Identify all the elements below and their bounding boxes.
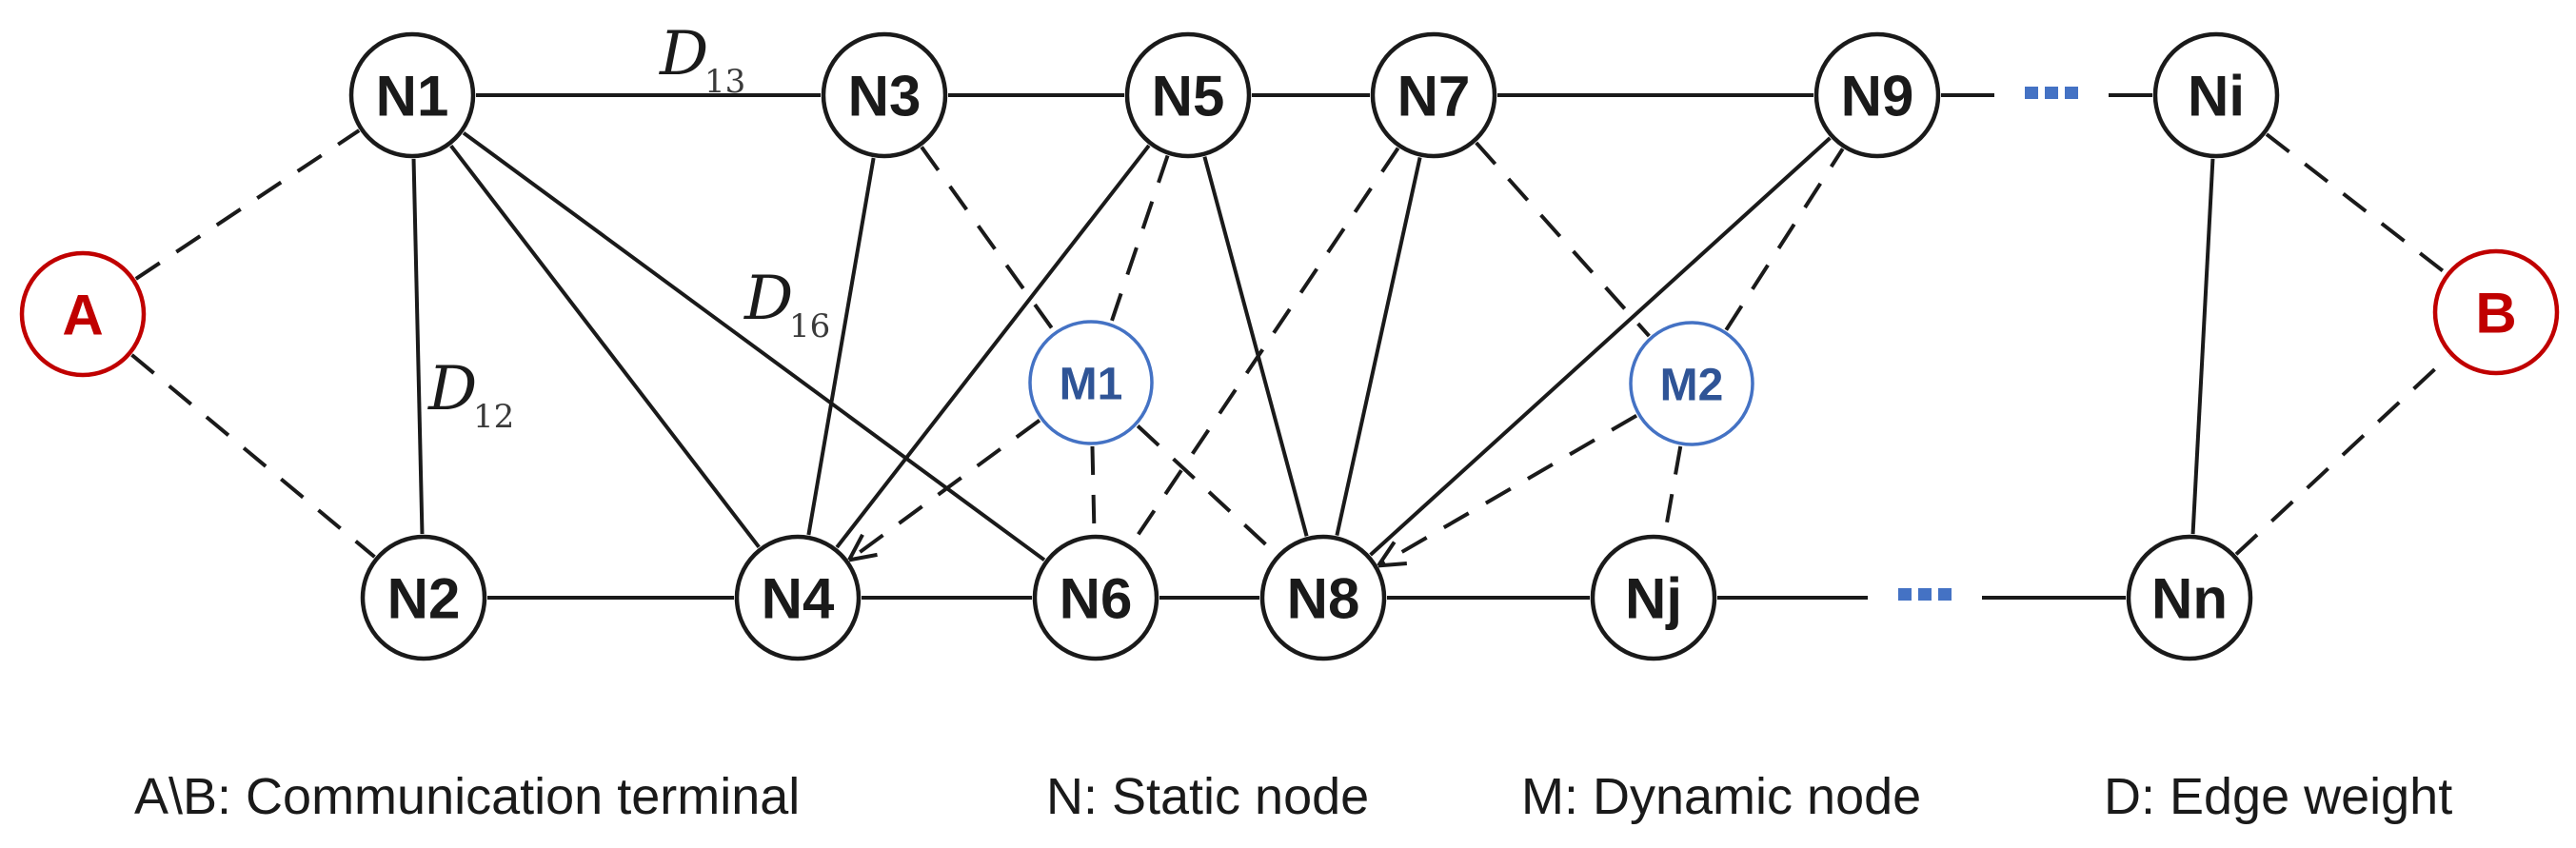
edge-weight-label-D16-main: D bbox=[743, 264, 793, 334]
node-N6-circle bbox=[1032, 534, 1159, 661]
ellipsis-layer bbox=[1898, 87, 2078, 601]
edge-weight-label-D16: D16 bbox=[743, 264, 830, 345]
ellipsis-dot-2-1 bbox=[1898, 588, 1912, 601]
node-N7: N7 bbox=[1370, 31, 1497, 159]
edge-M2-N8-arrowhead-barb-2 bbox=[1377, 541, 1397, 567]
edges-layer bbox=[130, 93, 2451, 600]
node-N1-label: N1 bbox=[376, 65, 449, 128]
node-N1-circle bbox=[348, 31, 476, 159]
edge-N3-M1 bbox=[920, 146, 1056, 332]
node-N9-circle bbox=[1813, 31, 1941, 159]
node-B-label: B bbox=[2475, 282, 2516, 345]
node-N6-label: N6 bbox=[1060, 567, 1133, 631]
node-Nn: Nn bbox=[2126, 534, 2253, 661]
edge-M1-N6 bbox=[1090, 445, 1097, 535]
node-N9-label: N9 bbox=[1841, 65, 1914, 128]
edge-M2-Nj bbox=[1662, 445, 1683, 536]
node-N3-label: N3 bbox=[848, 65, 921, 128]
node-Nn-circle bbox=[2126, 534, 2253, 661]
node-N5: N5 bbox=[1124, 31, 1252, 159]
node-N3: N3 bbox=[821, 31, 948, 159]
edge-N5-M1 bbox=[1109, 154, 1170, 324]
edge-N5-N8 bbox=[1202, 156, 1309, 537]
edge-M1-N4-arrowhead-barb-2 bbox=[847, 533, 864, 562]
edge-N7-M2 bbox=[1475, 141, 1651, 338]
legend-item-terminal: A\B: Communication terminal bbox=[134, 768, 801, 825]
node-N8-circle bbox=[1259, 534, 1387, 661]
node-M2-label: M2 bbox=[1660, 360, 1724, 410]
edge-M2-N8 bbox=[1377, 413, 1638, 568]
ellipsis-dot-2-3 bbox=[1938, 588, 1952, 601]
edge-M1-N8 bbox=[1136, 424, 1278, 556]
node-M2: M2 bbox=[1629, 321, 1754, 446]
edge-M2-N8-arrowhead-barb-1 bbox=[1377, 562, 1407, 568]
edge-N5-N4 bbox=[835, 144, 1151, 549]
edge-M2-N9 bbox=[1724, 148, 1845, 331]
node-Nj-label: Nj bbox=[1625, 567, 1682, 631]
node-Ni-circle bbox=[2152, 31, 2280, 159]
node-N5-circle bbox=[1124, 31, 1252, 159]
node-B-circle bbox=[2432, 248, 2560, 376]
ellipsis-dot-1-2 bbox=[2045, 87, 2058, 99]
legend-item-dynamic-node: M: Dynamic node bbox=[1521, 768, 1922, 825]
edge-Nn-B bbox=[2234, 354, 2451, 556]
node-N6: N6 bbox=[1032, 534, 1159, 661]
edge-weight-label-D16-subscript: 16 bbox=[789, 307, 830, 345]
ellipsis-dot-1-1 bbox=[2025, 87, 2038, 99]
node-N7-circle bbox=[1370, 31, 1497, 159]
legend-item-edge-weight: D: Edge weight bbox=[2104, 768, 2453, 825]
edge-Ni-Nn bbox=[2190, 158, 2215, 535]
edge-N3-N4 bbox=[806, 157, 876, 536]
legend: A\B: Communication terminal N: Static no… bbox=[0, 767, 2576, 834]
node-A: A bbox=[19, 250, 147, 378]
ellipsis-dot-1-3 bbox=[2065, 87, 2078, 99]
node-N8: N8 bbox=[1259, 534, 1387, 661]
node-N2-label: N2 bbox=[387, 567, 461, 631]
node-N4: N4 bbox=[734, 534, 862, 661]
node-A-label: A bbox=[62, 284, 103, 347]
edge-M1-N4 bbox=[847, 419, 1041, 562]
edge-N9-N8 bbox=[1369, 136, 1832, 557]
edge-weight-label-D12-subscript: 12 bbox=[473, 398, 514, 436]
node-N4-label: N4 bbox=[762, 567, 835, 631]
node-N8-label: N8 bbox=[1287, 567, 1360, 631]
edge-M1-N4-arrowhead-barb-1 bbox=[848, 552, 878, 562]
node-N5-label: N5 bbox=[1152, 65, 1225, 128]
edge-N1-N2 bbox=[411, 158, 425, 535]
edge-weight-label-D13: D13 bbox=[659, 19, 745, 101]
node-B: B bbox=[2432, 248, 2560, 376]
node-N2-circle bbox=[360, 534, 487, 661]
node-N7-label: N7 bbox=[1397, 65, 1471, 128]
node-Nj: Nj bbox=[1590, 534, 1717, 661]
node-N3-circle bbox=[821, 31, 948, 159]
edge-N7-N6 bbox=[1129, 147, 1400, 546]
edge-N7-N8 bbox=[1335, 157, 1422, 536]
node-M2-circle bbox=[1629, 321, 1754, 446]
node-Nj-circle bbox=[1590, 534, 1717, 661]
edge-A-N2 bbox=[130, 353, 376, 559]
edge-weight-label-D12: D12 bbox=[427, 354, 514, 436]
node-N4-circle bbox=[734, 534, 862, 661]
edge-Ni-B bbox=[2265, 132, 2447, 275]
node-M1-label: M1 bbox=[1060, 359, 1123, 409]
node-A-circle bbox=[19, 250, 147, 378]
node-N9: N9 bbox=[1813, 31, 1941, 159]
edge-weight-label-D13-subscript: 13 bbox=[704, 63, 745, 101]
node-Ni-label: Ni bbox=[2188, 65, 2245, 128]
edge-weight-label-D12-main: D bbox=[427, 354, 477, 424]
node-M1-circle bbox=[1028, 320, 1154, 445]
edge-weight-label-D13-main: D bbox=[659, 19, 708, 89]
node-Nn-label: Nn bbox=[2151, 567, 2228, 631]
ellipsis-dot-2-2 bbox=[1918, 588, 1932, 601]
node-N2: N2 bbox=[360, 534, 487, 661]
edge-N1-N4 bbox=[449, 144, 761, 549]
node-N1: N1 bbox=[348, 31, 476, 159]
edge-A-N1 bbox=[134, 128, 361, 281]
legend-item-static-node: N: Static node bbox=[1046, 768, 1370, 825]
node-M1: M1 bbox=[1028, 320, 1154, 445]
node-Ni: Ni bbox=[2152, 31, 2280, 159]
